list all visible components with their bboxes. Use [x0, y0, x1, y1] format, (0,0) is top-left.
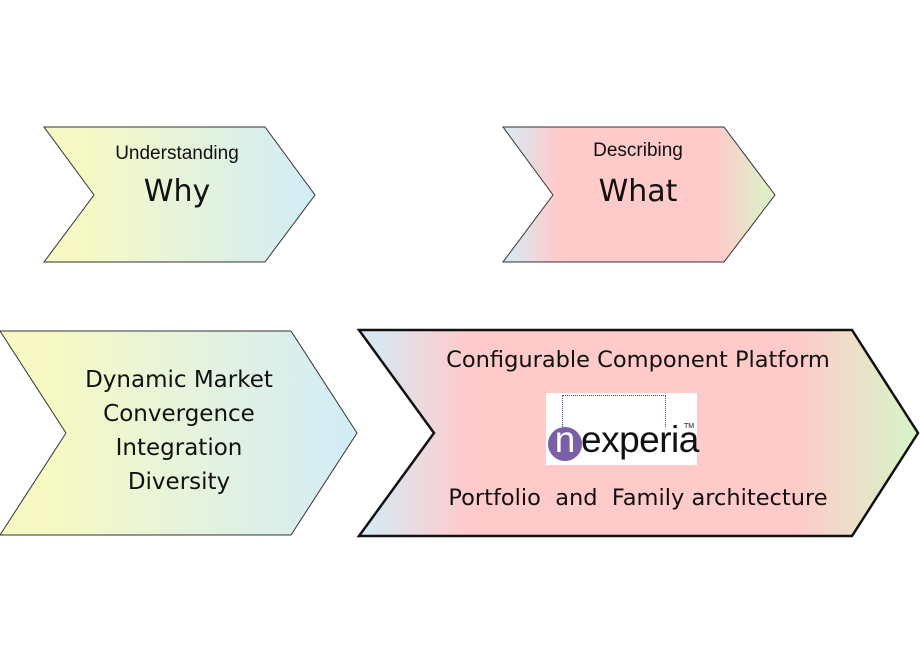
- logo-circle-icon: [548, 427, 582, 461]
- reasons-chevron: [0, 330, 358, 536]
- reasons-text: Dynamic Market Convergence Integration D…: [64, 363, 294, 499]
- platform-bottom-text: Portfolio and Family architecture: [448, 485, 828, 511]
- logo-trademark: TM: [684, 423, 695, 430]
- platform-top-text: Configurable Component Platform: [446, 347, 830, 373]
- what-caption: Describing: [593, 140, 683, 161]
- what-title: What: [598, 174, 678, 209]
- logo-dotted-frame: [562, 395, 666, 427]
- reason-line: Integration: [115, 435, 243, 461]
- logo-wordmark: experia: [581, 419, 699, 460]
- why-chevron: [43, 126, 316, 263]
- logo-first-letter: n: [554, 419, 576, 460]
- reason-line: Diversity: [127, 469, 231, 495]
- what-chevron: [502, 126, 776, 263]
- nexperia-logo: n experia TM: [546, 393, 699, 465]
- why-title: Why: [143, 174, 211, 209]
- why-caption: Understanding: [115, 143, 239, 164]
- reason-line: Dynamic Market: [85, 367, 273, 393]
- reason-line: Convergence: [103, 401, 255, 427]
